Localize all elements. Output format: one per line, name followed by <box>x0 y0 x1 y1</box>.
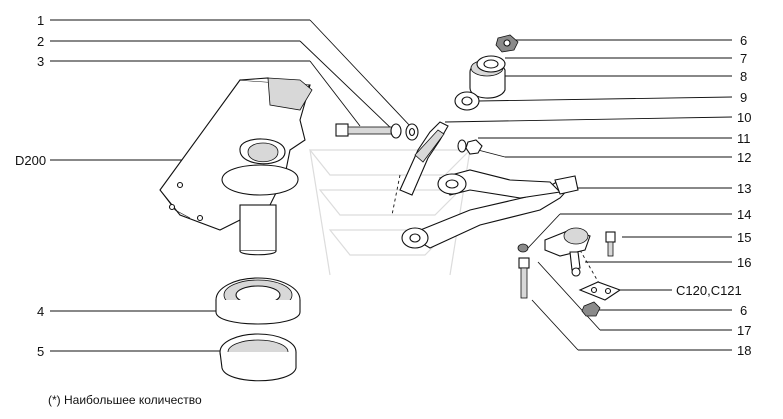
callout-6b: 6 <box>740 303 747 318</box>
callout-4: 4 <box>37 304 44 319</box>
callout-10: 10 <box>737 110 751 125</box>
washers <box>390 123 419 141</box>
callout-1: 1 <box>37 13 44 28</box>
callout-17: 17 <box>737 323 751 338</box>
nut-washer <box>457 139 483 155</box>
callout-13: 13 <box>737 181 751 196</box>
leader-lines <box>50 19 733 352</box>
ball-pin <box>399 121 449 196</box>
callout-12: 12 <box>737 150 751 165</box>
callout-11: 11 <box>737 131 751 146</box>
strut-tower-body <box>159 77 313 256</box>
callout-7: 7 <box>740 51 747 66</box>
ball-joint <box>544 227 591 277</box>
callout-3: 3 <box>37 54 44 69</box>
bushing-stack <box>454 34 519 111</box>
insulator-cup <box>219 333 297 382</box>
shim-plate <box>578 281 622 301</box>
nut-lower <box>581 301 601 317</box>
callout-9: 9 <box>740 90 747 105</box>
callout-15: 15 <box>737 230 751 245</box>
bolt-18 <box>518 257 530 299</box>
callout-6a: 6 <box>740 33 747 48</box>
watermark-logo <box>308 149 472 276</box>
callout-d200: D200 <box>15 153 46 168</box>
callout-14: 14 <box>737 207 751 222</box>
spring-seat <box>215 277 301 325</box>
callout-8: 8 <box>740 69 747 84</box>
nut-17 <box>517 243 529 253</box>
callout-c120-c121: C120,C121 <box>676 283 742 298</box>
bolt-15 <box>605 231 616 257</box>
callout-18: 18 <box>737 343 751 358</box>
footnote: (*) Наибольшее количество <box>48 393 202 407</box>
callout-5: 5 <box>37 344 44 359</box>
control-arm <box>401 169 579 249</box>
callout-16: 16 <box>737 255 751 270</box>
callout-2: 2 <box>37 34 44 49</box>
bolt <box>335 123 393 137</box>
